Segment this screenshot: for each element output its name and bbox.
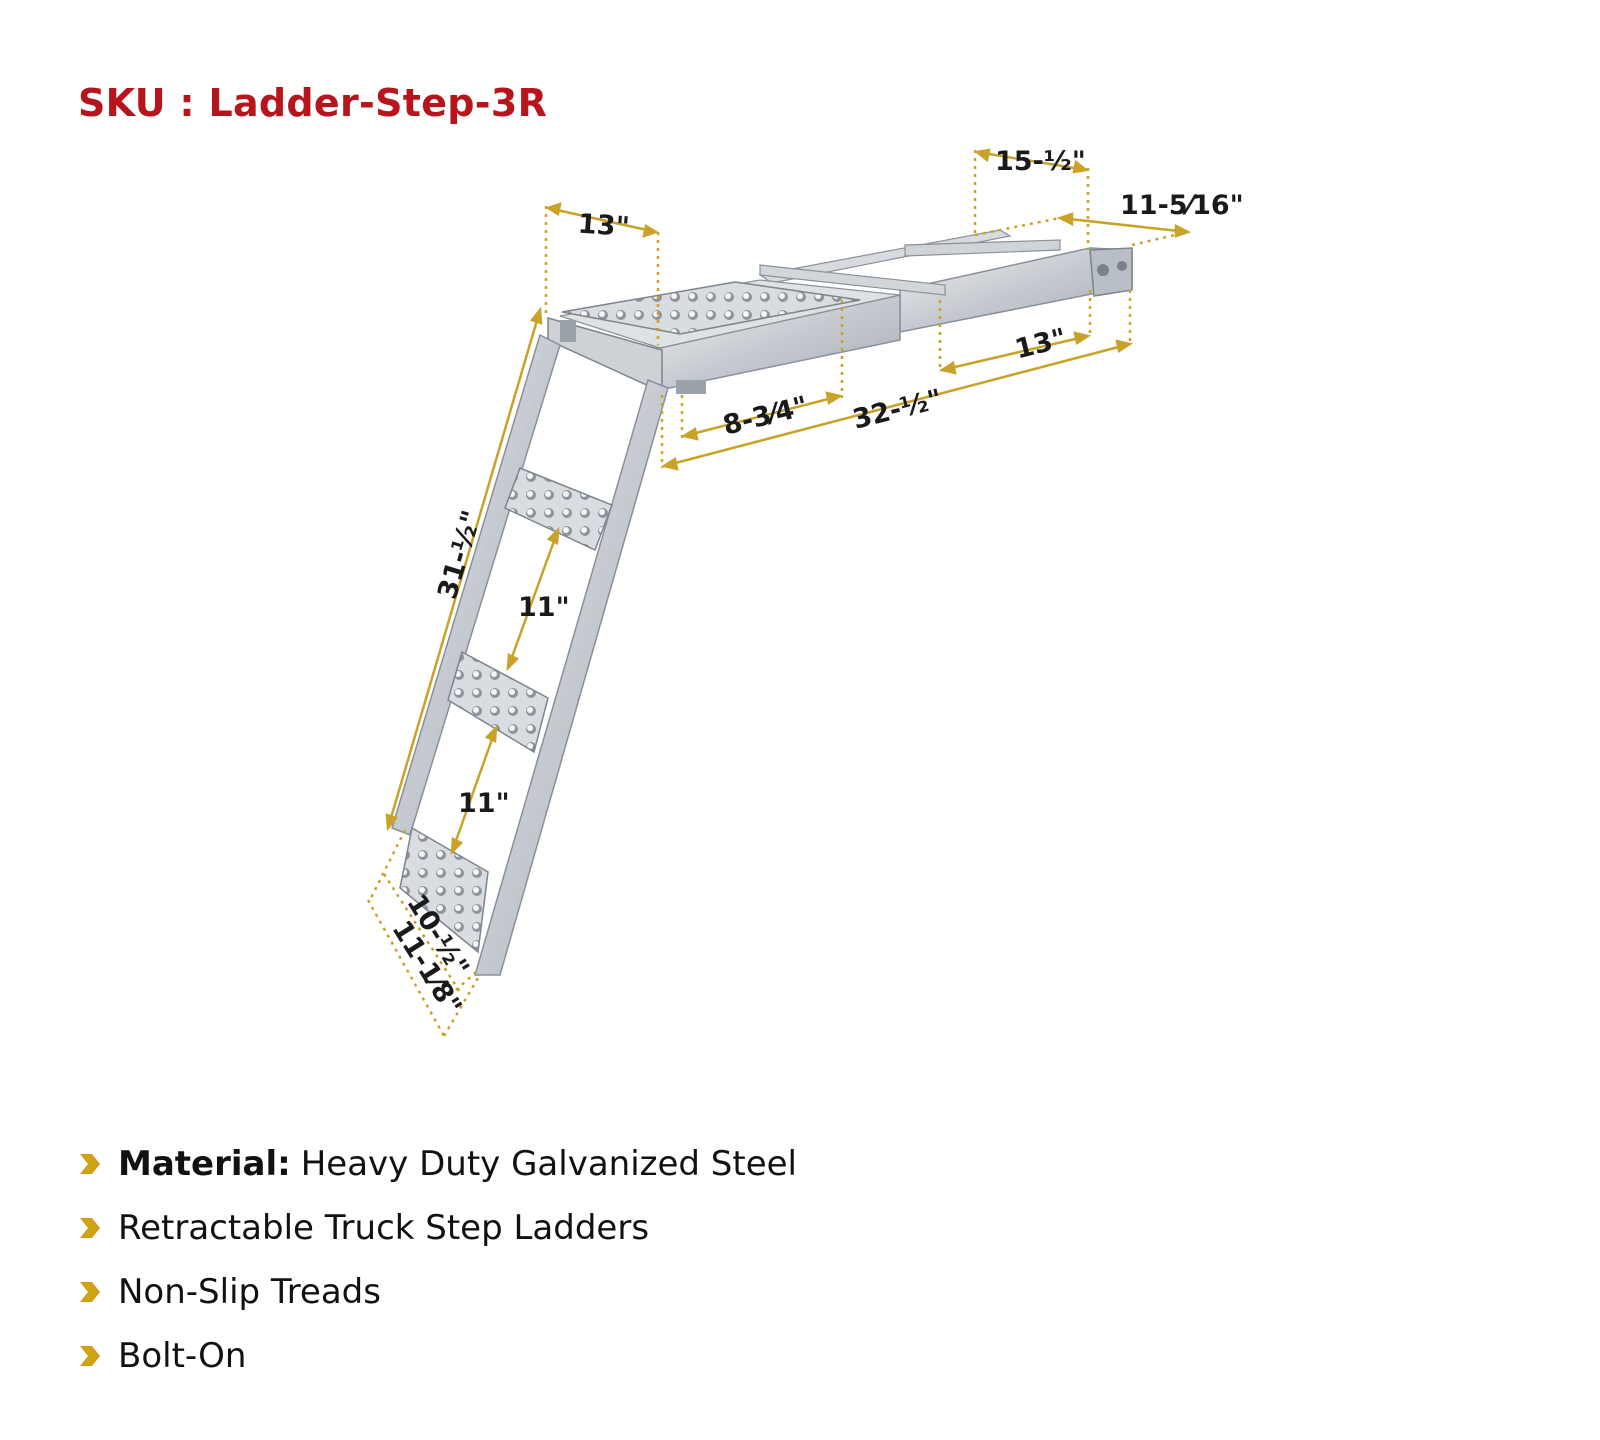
chevron-right-icon xyxy=(78,1151,118,1177)
feature-item: Material: Heavy Duty Galvanized Steel xyxy=(78,1132,797,1196)
feature-item: Retractable Truck Step Ladders xyxy=(78,1196,797,1260)
dim-platform-width: 13" xyxy=(577,209,631,244)
feature-text: Bolt-On xyxy=(118,1336,247,1376)
feature-text: Non-Slip Treads xyxy=(118,1272,381,1312)
feature-label: Material: xyxy=(118,1144,291,1184)
feature-item: Bolt-On xyxy=(78,1324,797,1388)
feature-text: Retractable Truck Step Ladders xyxy=(118,1208,650,1248)
chevron-right-icon xyxy=(78,1343,118,1369)
dim-rear-section: 13" xyxy=(1012,323,1070,366)
ladder-dimension-diagram: 13" 15-½" 11-5⁄16" 13" 8-3⁄4" 32-½" 31-½… xyxy=(366,146,1244,1037)
feature-item: Non-Slip Treads xyxy=(78,1260,797,1324)
ladder-illustration xyxy=(391,229,1133,976)
dim-top-bracket-depth: 11-5⁄16" xyxy=(1120,190,1244,221)
dim-step-spacing-upper: 11" xyxy=(518,592,570,623)
dim-front-section: 8-3⁄4" xyxy=(720,391,811,442)
dimension-lines xyxy=(366,148,1192,1037)
dim-step-spacing-lower: 11" xyxy=(458,788,510,819)
chevron-right-icon xyxy=(78,1279,118,1305)
dim-top-bracket-width: 15-½" xyxy=(995,146,1086,177)
feature-list: Material: Heavy Duty Galvanized Steel Re… xyxy=(78,1132,797,1388)
chevron-right-icon xyxy=(78,1215,118,1241)
feature-text: Heavy Duty Galvanized Steel xyxy=(300,1144,798,1184)
dim-overall-length: 32-½" xyxy=(850,384,946,436)
sku-title: SKU : Ladder-Step-3R xyxy=(78,81,548,124)
